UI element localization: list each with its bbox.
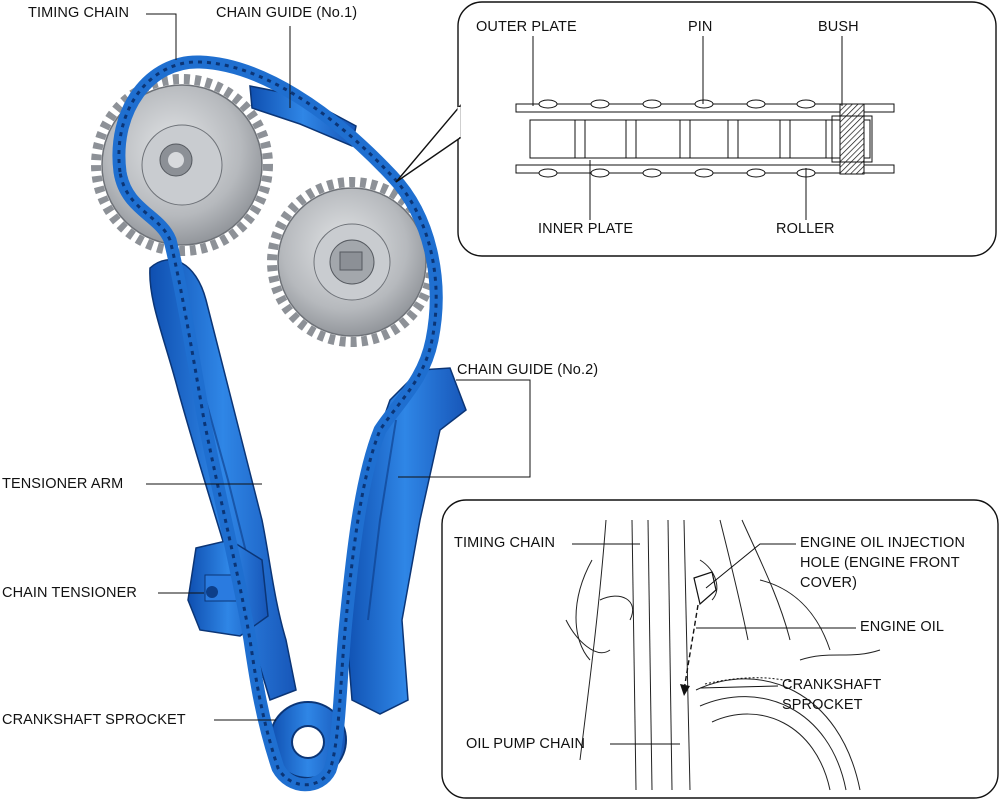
label-chain-tensioner: CHAIN TENSIONER — [2, 585, 137, 601]
label-timing-chain: TIMING CHAIN — [28, 5, 130, 21]
chain-detail-inset — [395, 1, 997, 257]
label-engine-oil: ENGINE OIL — [860, 619, 944, 635]
label-bush: BUSH — [818, 19, 859, 35]
label-outer-plate: OUTER PLATE — [476, 19, 577, 35]
label-pin: PIN — [688, 19, 713, 35]
label-tensioner-arm: TENSIONER ARM — [2, 476, 124, 492]
label-injection-hole-2: HOLE (ENGINE FRONT — [800, 555, 960, 571]
label-inner-plate: INNER PLATE — [538, 221, 634, 237]
timing-chain-illustration — [91, 55, 467, 792]
label-oil-pump-chain: OIL PUMP CHAIN — [466, 736, 586, 752]
label-injection-hole-1: ENGINE OIL INJECTION — [800, 535, 966, 551]
label-oil-crankshaft-1: CRANKSHAFT — [782, 677, 882, 693]
intake-sprocket-teeth — [91, 74, 273, 256]
label-crankshaft-sprocket: CRANKSHAFT SPROCKET — [2, 712, 186, 728]
label-oil-timing-chain: TIMING CHAIN — [454, 535, 556, 551]
oil-injection-inset — [441, 499, 999, 799]
label-oil-crankshaft-2: SPROCKET — [782, 697, 863, 713]
label-roller: ROLLER — [776, 221, 835, 237]
label-injection-hole-3: COVER) — [800, 575, 857, 591]
label-chain-guide-no1: CHAIN GUIDE (No.1) — [216, 5, 358, 21]
label-chain-guide-no2: CHAIN GUIDE (No.2) — [457, 362, 599, 378]
main-leader-lines — [146, 13, 531, 721]
